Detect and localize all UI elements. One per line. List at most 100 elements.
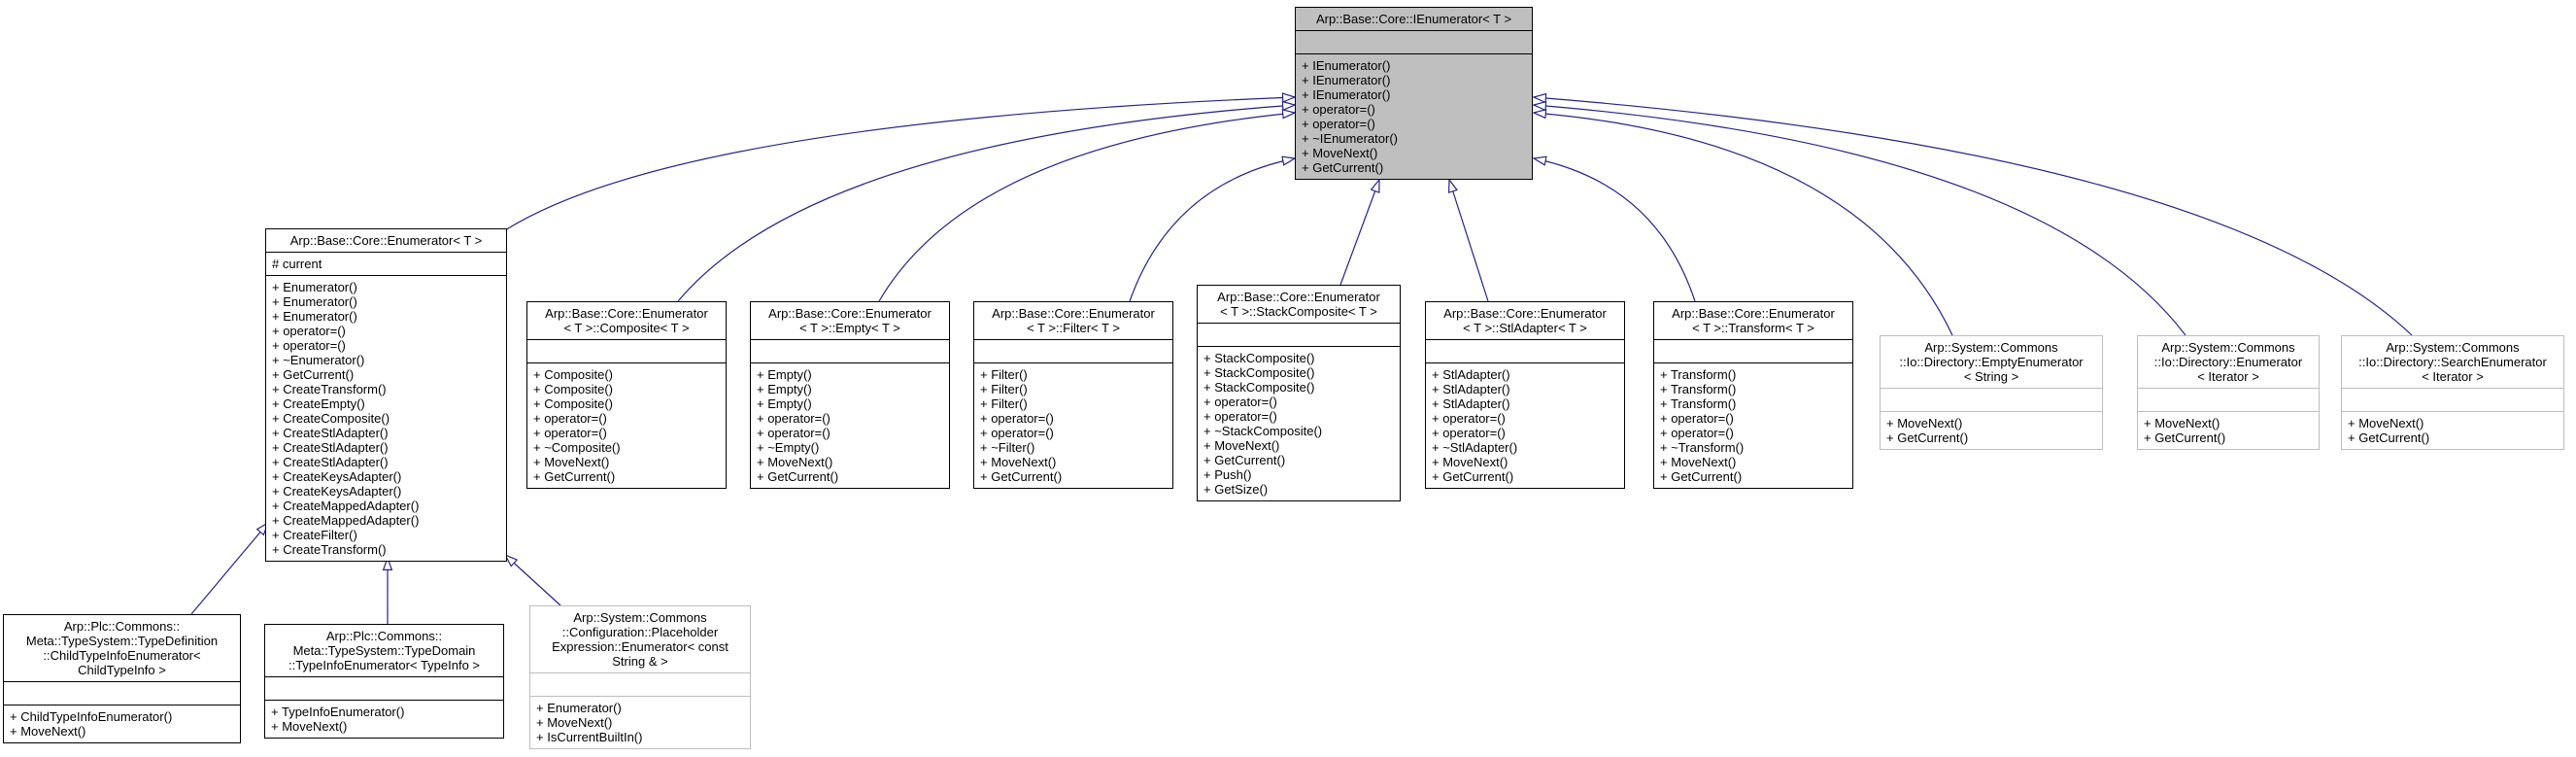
class-box-search-enumerator: Arp::System::Commons::Io::Directory::Sea…: [2341, 335, 2564, 450]
class-attributes: [1426, 339, 1624, 362]
class-title: Arp::Plc::Commons::Meta::TypeSystem::Typ…: [4, 615, 240, 681]
class-method: + MoveNext(): [533, 455, 610, 469]
class-methods: + Enumerator()+ MoveNext()+ IsCurrentBui…: [530, 696, 750, 748]
class-method: + Filter(): [980, 396, 1028, 411]
class-method: + Transform(): [1660, 367, 1737, 382]
class-method: + operator=(): [272, 324, 346, 338]
class-attributes: # current: [266, 252, 506, 275]
class-attributes: [1881, 388, 2102, 411]
class-method: + Transform(): [1660, 396, 1737, 411]
class-method: + MoveNext(): [1886, 416, 1963, 430]
class-title-line: Expression::Enumerator< const: [552, 639, 729, 654]
class-methods: + Empty()+ Empty()+ Empty()+ operator=()…: [751, 362, 949, 488]
class-title-line: ::TypeInfoEnumerator< TypeInfo >: [288, 658, 481, 672]
class-methods: + Composite()+ Composite()+ Composite()+…: [527, 362, 726, 488]
class-method: + operator=(): [1432, 426, 1506, 440]
class-method: + GetSize(): [1203, 482, 1269, 497]
class-method: + ChildTypeInfoEnumerator(): [10, 709, 173, 724]
class-method: + StlAdapter(): [1432, 396, 1510, 411]
class-attributes: [2342, 388, 2563, 411]
class-title-line: Arp::Base::Core::Enumerator< T >: [289, 233, 483, 248]
class-method: + GetCurrent(): [533, 469, 616, 484]
class-method: + GetCurrent(): [1660, 469, 1743, 484]
class-title-line: Arp::Base::Core::Enumerator: [545, 306, 708, 321]
class-method: + IsCurrentBuiltIn(): [536, 730, 643, 744]
class-box-directory-enumerator: Arp::System::Commons::Io::Directory::Enu…: [2137, 335, 2320, 450]
class-methods: + MoveNext()+ GetCurrent(): [2138, 411, 2319, 449]
class-title-line: ::Configuration::Placeholder: [561, 625, 719, 639]
class-method: + operator=(): [1660, 411, 1734, 426]
class-box-stladapter[interactable]: Arp::Base::Core::Enumerator< T >::StlAda…: [1425, 301, 1625, 489]
edge-transform-to-ienumerator: [1534, 158, 1696, 302]
class-box-enumerator-t[interactable]: Arp::Base::Core::Enumerator< T > # curre…: [265, 228, 507, 562]
class-method: + Transform(): [1660, 382, 1737, 396]
class-box-filter[interactable]: Arp::Base::Core::Enumerator< T >::Filter…: [973, 301, 1173, 489]
class-method: + operator=(): [980, 411, 1054, 426]
class-title: Arp::Base::Core::Enumerator< T >::Transf…: [1654, 302, 1852, 339]
edge-placeholder-enumerator-to-enumerator-t: [505, 555, 561, 606]
class-method: + Enumerator(): [272, 280, 357, 294]
class-methods: + MoveNext()+ GetCurrent(): [1881, 411, 2102, 449]
class-box-stackcomposite[interactable]: Arp::Base::Core::Enumerator< T >::StackC…: [1197, 285, 1401, 501]
class-title-line: Arp::Base::Core::Enumerator: [768, 306, 932, 321]
class-method: + MoveNext(): [1432, 455, 1508, 469]
class-title: Arp::Base::Core::Enumerator< T >::Empty<…: [751, 302, 949, 339]
class-box-composite[interactable]: Arp::Base::Core::Enumerator< T >::Compos…: [526, 301, 727, 489]
class-title-line: Arp::System::Commons: [2161, 340, 2295, 355]
class-title: Arp::System::Commons::Io::Directory::Sea…: [2342, 336, 2563, 388]
class-method: + MoveNext(): [1302, 146, 1378, 160]
class-method: + GetCurrent(): [757, 469, 839, 484]
class-box-empty[interactable]: Arp::Base::Core::Enumerator< T >::Empty<…: [750, 301, 950, 489]
class-attributes: [2138, 388, 2319, 411]
class-method: + operator=(): [1203, 395, 1277, 409]
class-method: + CreateStlAdapter(): [272, 440, 389, 455]
class-method: + operator=(): [272, 338, 346, 353]
class-method: + MoveNext(): [271, 719, 348, 734]
class-title-line: Arp::Base::Core::Enumerator: [1443, 306, 1607, 321]
class-attribute: # current: [272, 257, 322, 271]
class-method: + MoveNext(): [2144, 416, 2220, 430]
class-methods: + StlAdapter()+ StlAdapter()+ StlAdapter…: [1426, 362, 1624, 488]
class-title-line: < T >::Composite< T >: [563, 321, 690, 335]
class-method: + MoveNext(): [1203, 438, 1280, 453]
class-title-line: Meta::TypeSystem::TypeDefinition: [25, 634, 219, 648]
class-method: + GetCurrent(): [1886, 430, 1969, 445]
class-method: + Push(): [1203, 467, 1252, 482]
class-method: + operator=(): [757, 411, 830, 426]
class-title-line: < Iterator >: [2197, 369, 2259, 384]
class-method: + ~Composite(): [533, 440, 621, 455]
class-title-line: < T >::Transform< T >: [1692, 321, 1814, 335]
class-method: + ~Filter(): [980, 440, 1035, 455]
class-method: + Empty(): [757, 396, 812, 411]
class-title: Arp::Base::Core::Enumerator< T >::Filter…: [974, 302, 1172, 339]
class-box-transform[interactable]: Arp::Base::Core::Enumerator< T >::Transf…: [1653, 301, 1853, 489]
class-attributes: [974, 339, 1172, 362]
class-method: + StackComposite(): [1203, 380, 1315, 395]
edge-empty-to-ienumerator: [878, 113, 1295, 302]
class-methods: + Enumerator()+ Enumerator()+ Enumerator…: [266, 275, 506, 561]
class-method: + ~StlAdapter(): [1432, 440, 1518, 455]
class-box-typeinfo-enumerator[interactable]: Arp::Plc::Commons::Meta::TypeSystem::Typ…: [264, 624, 504, 739]
edge-composite-to-ienumerator: [677, 105, 1295, 302]
class-method: + CreateStlAdapter(): [272, 426, 389, 440]
class-method: + CreateEmpty(): [272, 396, 365, 411]
class-methods: + MoveNext()+ GetCurrent(): [2342, 411, 2563, 449]
class-method: + GetCurrent(): [1203, 453, 1286, 467]
class-box-childtypeinfo-enumerator[interactable]: Arp::Plc::Commons::Meta::TypeSystem::Typ…: [3, 614, 241, 743]
class-method: + Enumerator(): [536, 701, 622, 715]
class-method: + CreateMappedAdapter(): [272, 499, 420, 513]
class-title: Arp::Base::Core::IEnumerator< T >: [1296, 8, 1532, 30]
class-title-line: Arp::Base::Core::IEnumerator< T >: [1315, 12, 1512, 26]
class-title-line: ChildTypeInfo >: [78, 663, 166, 677]
class-method: + CreateTransform(): [272, 382, 387, 396]
class-box-empty-enumerator: Arp::System::Commons::Io::Directory::Emp…: [1880, 335, 2103, 450]
class-attributes: [1654, 339, 1852, 362]
class-method: + Enumerator(): [272, 294, 357, 309]
class-method: + CreateStlAdapter(): [272, 455, 389, 469]
class-method: + MoveNext(): [1660, 455, 1737, 469]
class-method: + MoveNext(): [536, 715, 613, 730]
class-title: Arp::Base::Core::Enumerator< T >::Compos…: [527, 302, 726, 339]
class-method: + MoveNext(): [2348, 416, 2424, 430]
